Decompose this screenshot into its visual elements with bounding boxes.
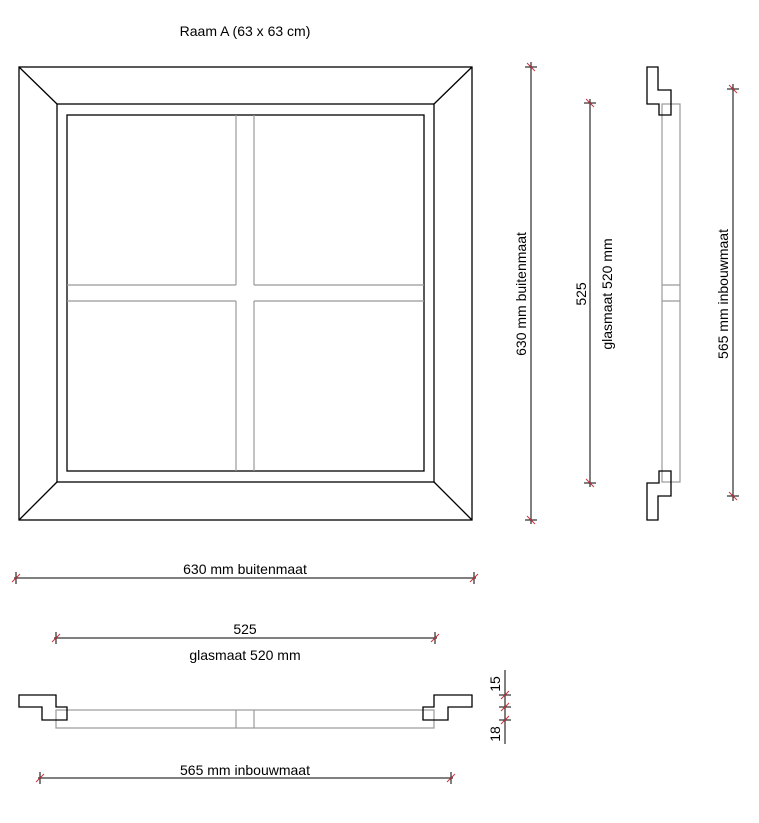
dimension-label: 18 bbox=[487, 726, 503, 742]
dimension-label: 565 mm inbouwmaat bbox=[180, 762, 310, 778]
dimension-label: glasmaat 520 mm bbox=[189, 647, 300, 663]
dimension-label: 630 mm buitenmaat bbox=[513, 232, 529, 356]
dim-install-vertical: 565 mm inbouwmaat bbox=[715, 84, 739, 501]
dim-glass-horizontal: 525 glasmaat 520 mm bbox=[51, 621, 440, 663]
window-front-view bbox=[18, 66, 473, 521]
dimension-label: 15 bbox=[487, 676, 503, 692]
drawing-title: Raam A (63 x 63 cm) bbox=[180, 23, 311, 39]
dim-outer-horizontal: 630 mm buitenmaat bbox=[11, 561, 479, 584]
dim-profile-thickness: 15 18 bbox=[487, 670, 511, 744]
dimension-label: 525 bbox=[233, 621, 257, 637]
sash-frame bbox=[66, 114, 425, 472]
dim-install-horizontal: 565 mm inbouwmaat bbox=[35, 762, 456, 784]
glazing-bars bbox=[67, 115, 424, 471]
dimension-label: glasmaat 520 mm bbox=[599, 238, 615, 349]
dimension-label: 565 mm inbouwmaat bbox=[715, 229, 731, 359]
dim-outer-vertical: 630 mm buitenmaat bbox=[513, 62, 537, 525]
dimension-label: 630 mm buitenmaat bbox=[183, 561, 307, 577]
dimension-label: 525 bbox=[573, 282, 589, 306]
bottom-profile bbox=[18, 694, 473, 729]
outer-frame bbox=[18, 66, 473, 521]
inner-frame bbox=[56, 103, 435, 483]
dim-glass-vertical: 525 glasmaat 520 mm bbox=[573, 98, 615, 488]
side-profile bbox=[646, 66, 681, 521]
